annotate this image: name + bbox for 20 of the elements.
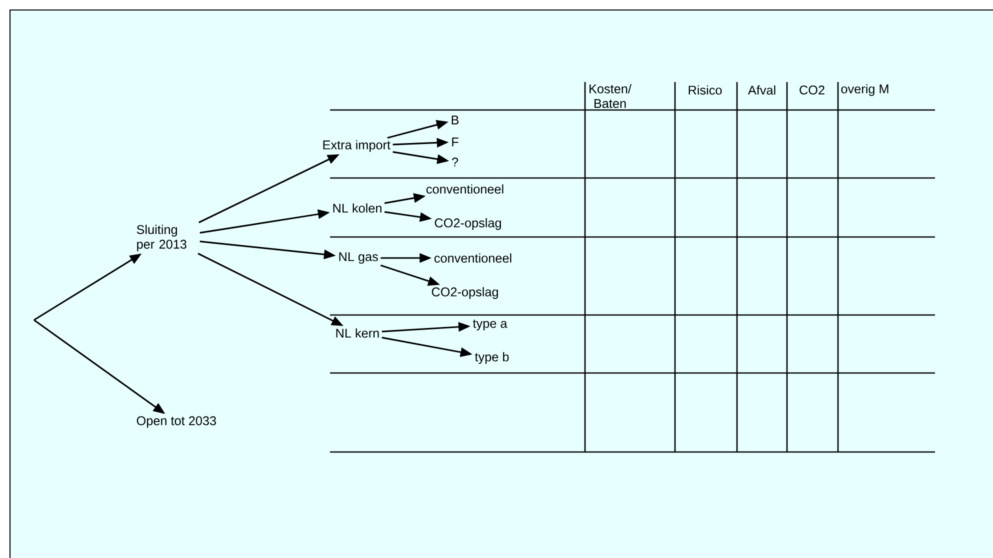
- column-header: overig M: [841, 84, 888, 96]
- column-header: Risico: [688, 85, 722, 95]
- option-label: CO2-opslag: [434, 218, 501, 230]
- scenario-label: Open tot 2033: [136, 416, 216, 428]
- branch-label: NL kolen: [333, 203, 382, 213]
- option-label: conventioneel: [426, 184, 504, 194]
- option-label: ?: [452, 158, 458, 166]
- option-label: CO2-opslag: [432, 287, 498, 299]
- option-label: B: [452, 116, 459, 124]
- scenario-label: Sluiting per 2013: [136, 224, 186, 252]
- branch-label: NL kern: [336, 328, 379, 338]
- column-header: Afval: [748, 85, 776, 95]
- option-label: F: [452, 138, 458, 146]
- branch-label: NL gas: [339, 252, 378, 264]
- option-label: conventioneel: [434, 253, 512, 263]
- column-header: CO2: [800, 86, 824, 94]
- option-label: type a: [472, 320, 508, 330]
- option-label: type b: [474, 352, 509, 364]
- branch-label: Extra import: [323, 140, 390, 152]
- column-header: Kosten/ Baten: [590, 84, 632, 108]
